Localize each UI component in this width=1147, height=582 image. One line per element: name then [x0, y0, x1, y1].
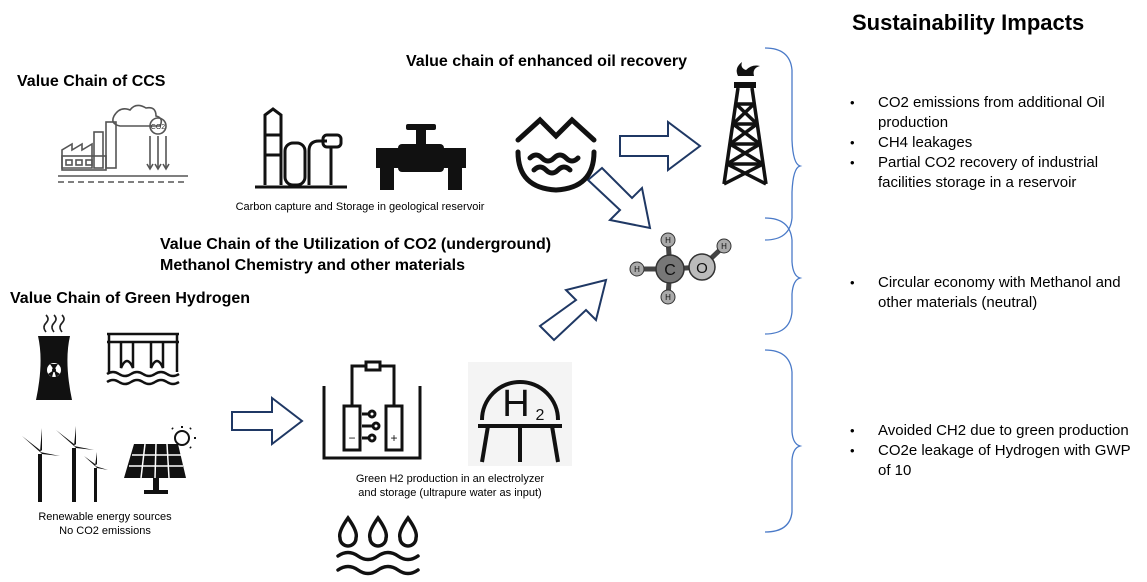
utilization-title-line1: Value Chain of the Utilization of CO2 (u…: [160, 236, 552, 253]
water-drops-icon: [336, 514, 420, 576]
impacts-title: Sustainability Impacts: [852, 10, 1085, 35]
arrow-to-oil-rig: [619, 120, 702, 172]
hydrogen-label: H: [665, 236, 671, 245]
carbon-atom: C: [655, 254, 685, 284]
renewables-caption: Renewable energy sources No CO2 emission…: [15, 510, 195, 538]
nuclear-plant-icon: [36, 314, 72, 400]
oxygen-atom: O: [688, 253, 716, 281]
pipe-valve-icon: [376, 124, 466, 190]
impacts-list-eor: CO2 emissions from additional Oil produc…: [848, 93, 1138, 193]
arrow-to-methanol-from-hydrogen: [538, 278, 608, 342]
impact-item: CH4 leakages: [848, 133, 1138, 153]
methanol-molecule: C O H H H H: [629, 232, 732, 305]
hydrogen-label: H: [665, 293, 671, 302]
h2-storage-icon: H 2: [468, 362, 572, 466]
impacts-list-hydrogen: Avoided CH2 due to green production CO2e…: [848, 421, 1138, 481]
wind-turbines-icon: [22, 426, 108, 502]
h2-symbol: H: [502, 383, 529, 425]
hydrogen-atom: H: [660, 232, 676, 248]
h2-subscript: 2: [536, 407, 545, 424]
hydrogen-atom: H: [660, 289, 676, 305]
oil-rig-icon: [722, 62, 768, 186]
impacts-list-utilization: Circular economy with Methanol and other…: [848, 273, 1138, 313]
factory-icon: CO2: [58, 104, 188, 183]
hydrogen-label: H: [721, 242, 727, 251]
hydrogen-atom: H: [629, 261, 645, 277]
solar-panel-icon: [124, 426, 196, 494]
carbon-label: C: [664, 262, 676, 279]
impact-item: Avoided CH2 due to green production: [848, 421, 1138, 441]
braces: [764, 47, 803, 533]
impact-item: Partial CO2 recovery of industrial facil…: [848, 153, 1138, 193]
eor-title: Value chain of enhanced oil recovery: [406, 53, 687, 70]
brace-utilization: [764, 217, 803, 335]
impact-item: CO2e leakage of Hydrogen with GWP of 10: [848, 441, 1138, 481]
brace-eor: [764, 47, 803, 241]
impact-item: CO2 emissions from additional Oil produc…: [848, 93, 1138, 133]
electrolyzer-caption: Green H2 production in an electrolyzer a…: [320, 472, 580, 500]
hydrogen-label: H: [634, 265, 640, 274]
utilization-title-line2: Methanol Chemistry and other materials: [160, 257, 465, 274]
reservoir-icon: [515, 116, 597, 193]
electrolyzer-icon: − +: [322, 360, 422, 460]
svg-text:+: +: [390, 431, 397, 445]
electrolyzer-caption-line2: and storage (ultrapure water as input): [358, 487, 542, 499]
impact-item: Circular economy with Methanol and other…: [848, 273, 1138, 313]
hydrogen-atom: H: [716, 238, 732, 254]
arrow-to-electrolyzer: [231, 395, 304, 447]
co2-badge-label: CO2: [151, 124, 166, 131]
brace-hydrogen: [764, 349, 803, 533]
renewables-caption-line2: No CO2 emissions: [59, 525, 151, 537]
ccs-caption: Carbon capture and Storage in geological…: [235, 201, 485, 213]
electrolyzer-caption-line1: Green H2 production in an electrolyzer: [355, 473, 545, 485]
refinery-icon: [255, 107, 347, 189]
hydro-dam-icon: [106, 332, 180, 386]
oxygen-label: O: [696, 260, 708, 277]
ccs-title: Value Chain of CCS: [17, 73, 166, 90]
renewables-caption-line1: Renewable energy sources: [38, 511, 172, 523]
svg-text:−: −: [348, 431, 355, 445]
arrow-to-methanol-from-eor: [586, 166, 652, 230]
hydrogen-title: Value Chain of Green Hydrogen: [10, 290, 251, 307]
